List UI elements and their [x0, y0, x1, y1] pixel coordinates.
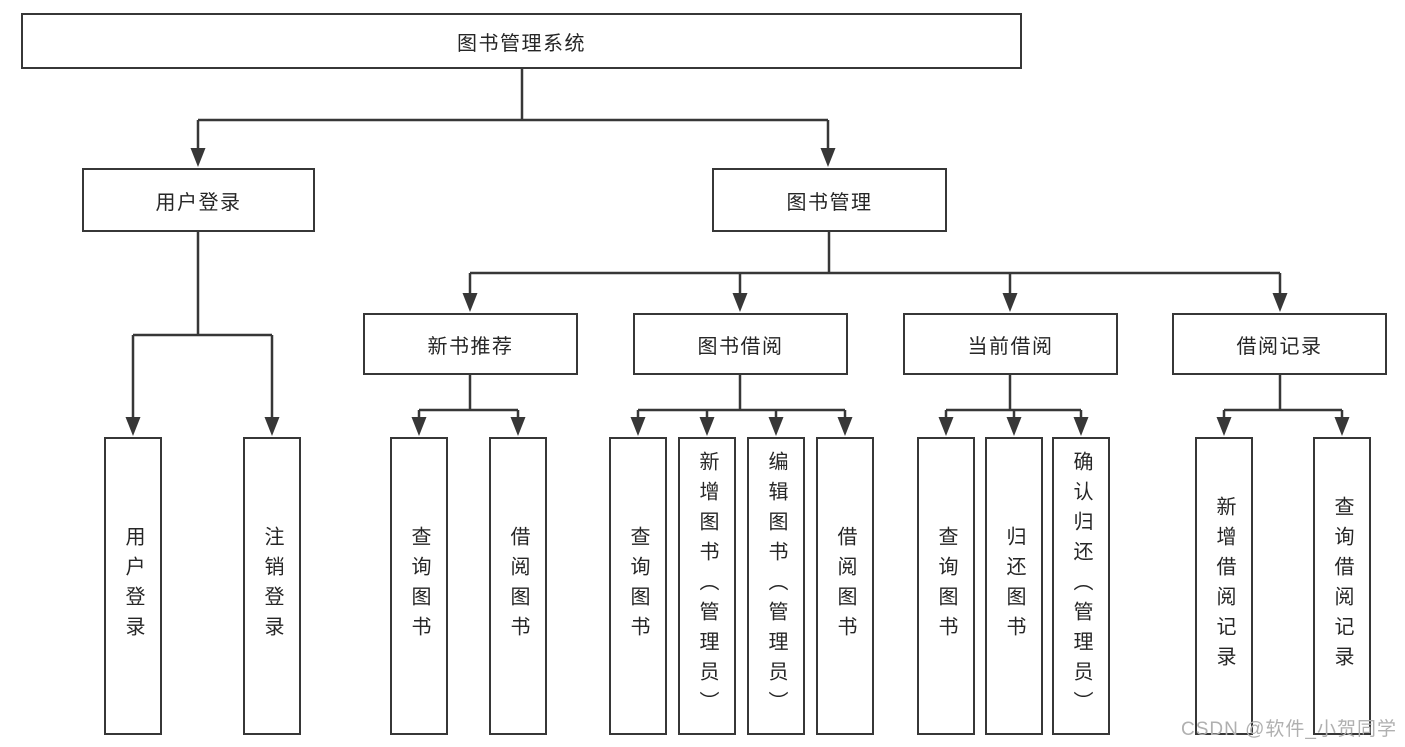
- node-label: 确认归还（管理员）: [1070, 451, 1092, 721]
- node-label: 查询图书: [627, 526, 649, 646]
- node-label: 借阅图书: [507, 526, 529, 646]
- leaf-add-borrow-record: 新增借阅记录: [1195, 437, 1253, 735]
- node-label: 查询借阅记录: [1331, 496, 1353, 676]
- leaf-user-login: 用户登录: [104, 437, 162, 735]
- node-label: 查询图书: [408, 526, 430, 646]
- leaf-query-borrow-record: 查询借阅记录: [1313, 437, 1371, 735]
- leaf-query-books-recommend: 查询图书: [390, 437, 448, 735]
- node-library-management-system: 图书管理系统: [21, 13, 1022, 69]
- node-label: 用户登录: [122, 526, 144, 646]
- csdn-watermark: CSDN @软件_小贺同学: [1181, 719, 1397, 740]
- node-current-borrowing: 当前借阅: [903, 313, 1118, 375]
- node-label: 新书推荐: [427, 335, 514, 358]
- leaf-borrow-books: 借阅图书: [816, 437, 874, 735]
- node-label: 归还图书: [1003, 526, 1025, 646]
- leaf-borrow-books-recommend: 借阅图书: [489, 437, 547, 735]
- leaf-edit-books-admin: 编辑图书（管理员）: [747, 437, 805, 735]
- node-label: 借阅记录: [1236, 335, 1323, 358]
- leaf-query-books-borrowing: 查询图书: [609, 437, 667, 735]
- node-new-book-recommendation: 新书推荐: [363, 313, 578, 375]
- node-book-borrowing: 图书借阅: [633, 313, 848, 375]
- node-borrowing-records: 借阅记录: [1172, 313, 1387, 375]
- node-label: 图书管理系统: [457, 32, 586, 55]
- arrowheads: [125, 148, 1350, 436]
- leaf-add-books-admin: 新增图书（管理员）: [678, 437, 736, 735]
- node-label: 用户登录: [155, 191, 242, 214]
- node-book-management: 图书管理: [712, 168, 947, 232]
- leaf-logout-login: 注销登录: [243, 437, 301, 735]
- node-label: 新增借阅记录: [1213, 496, 1235, 676]
- node-user-login: 用户登录: [82, 168, 315, 232]
- node-label: 查询图书: [935, 526, 957, 646]
- node-label: 编辑图书（管理员）: [765, 451, 787, 721]
- node-label: 注销登录: [261, 526, 283, 646]
- node-label: 图书借阅: [697, 335, 784, 358]
- leaf-query-books-current: 查询图书: [917, 437, 975, 735]
- node-label: 借阅图书: [834, 526, 856, 646]
- node-label: 新增图书（管理员）: [696, 451, 718, 721]
- node-label: 图书管理: [786, 191, 873, 214]
- node-label: 当前借阅: [967, 335, 1054, 358]
- leaf-confirm-return-admin: 确认归还（管理员）: [1052, 437, 1110, 735]
- leaf-return-books: 归还图书: [985, 437, 1043, 735]
